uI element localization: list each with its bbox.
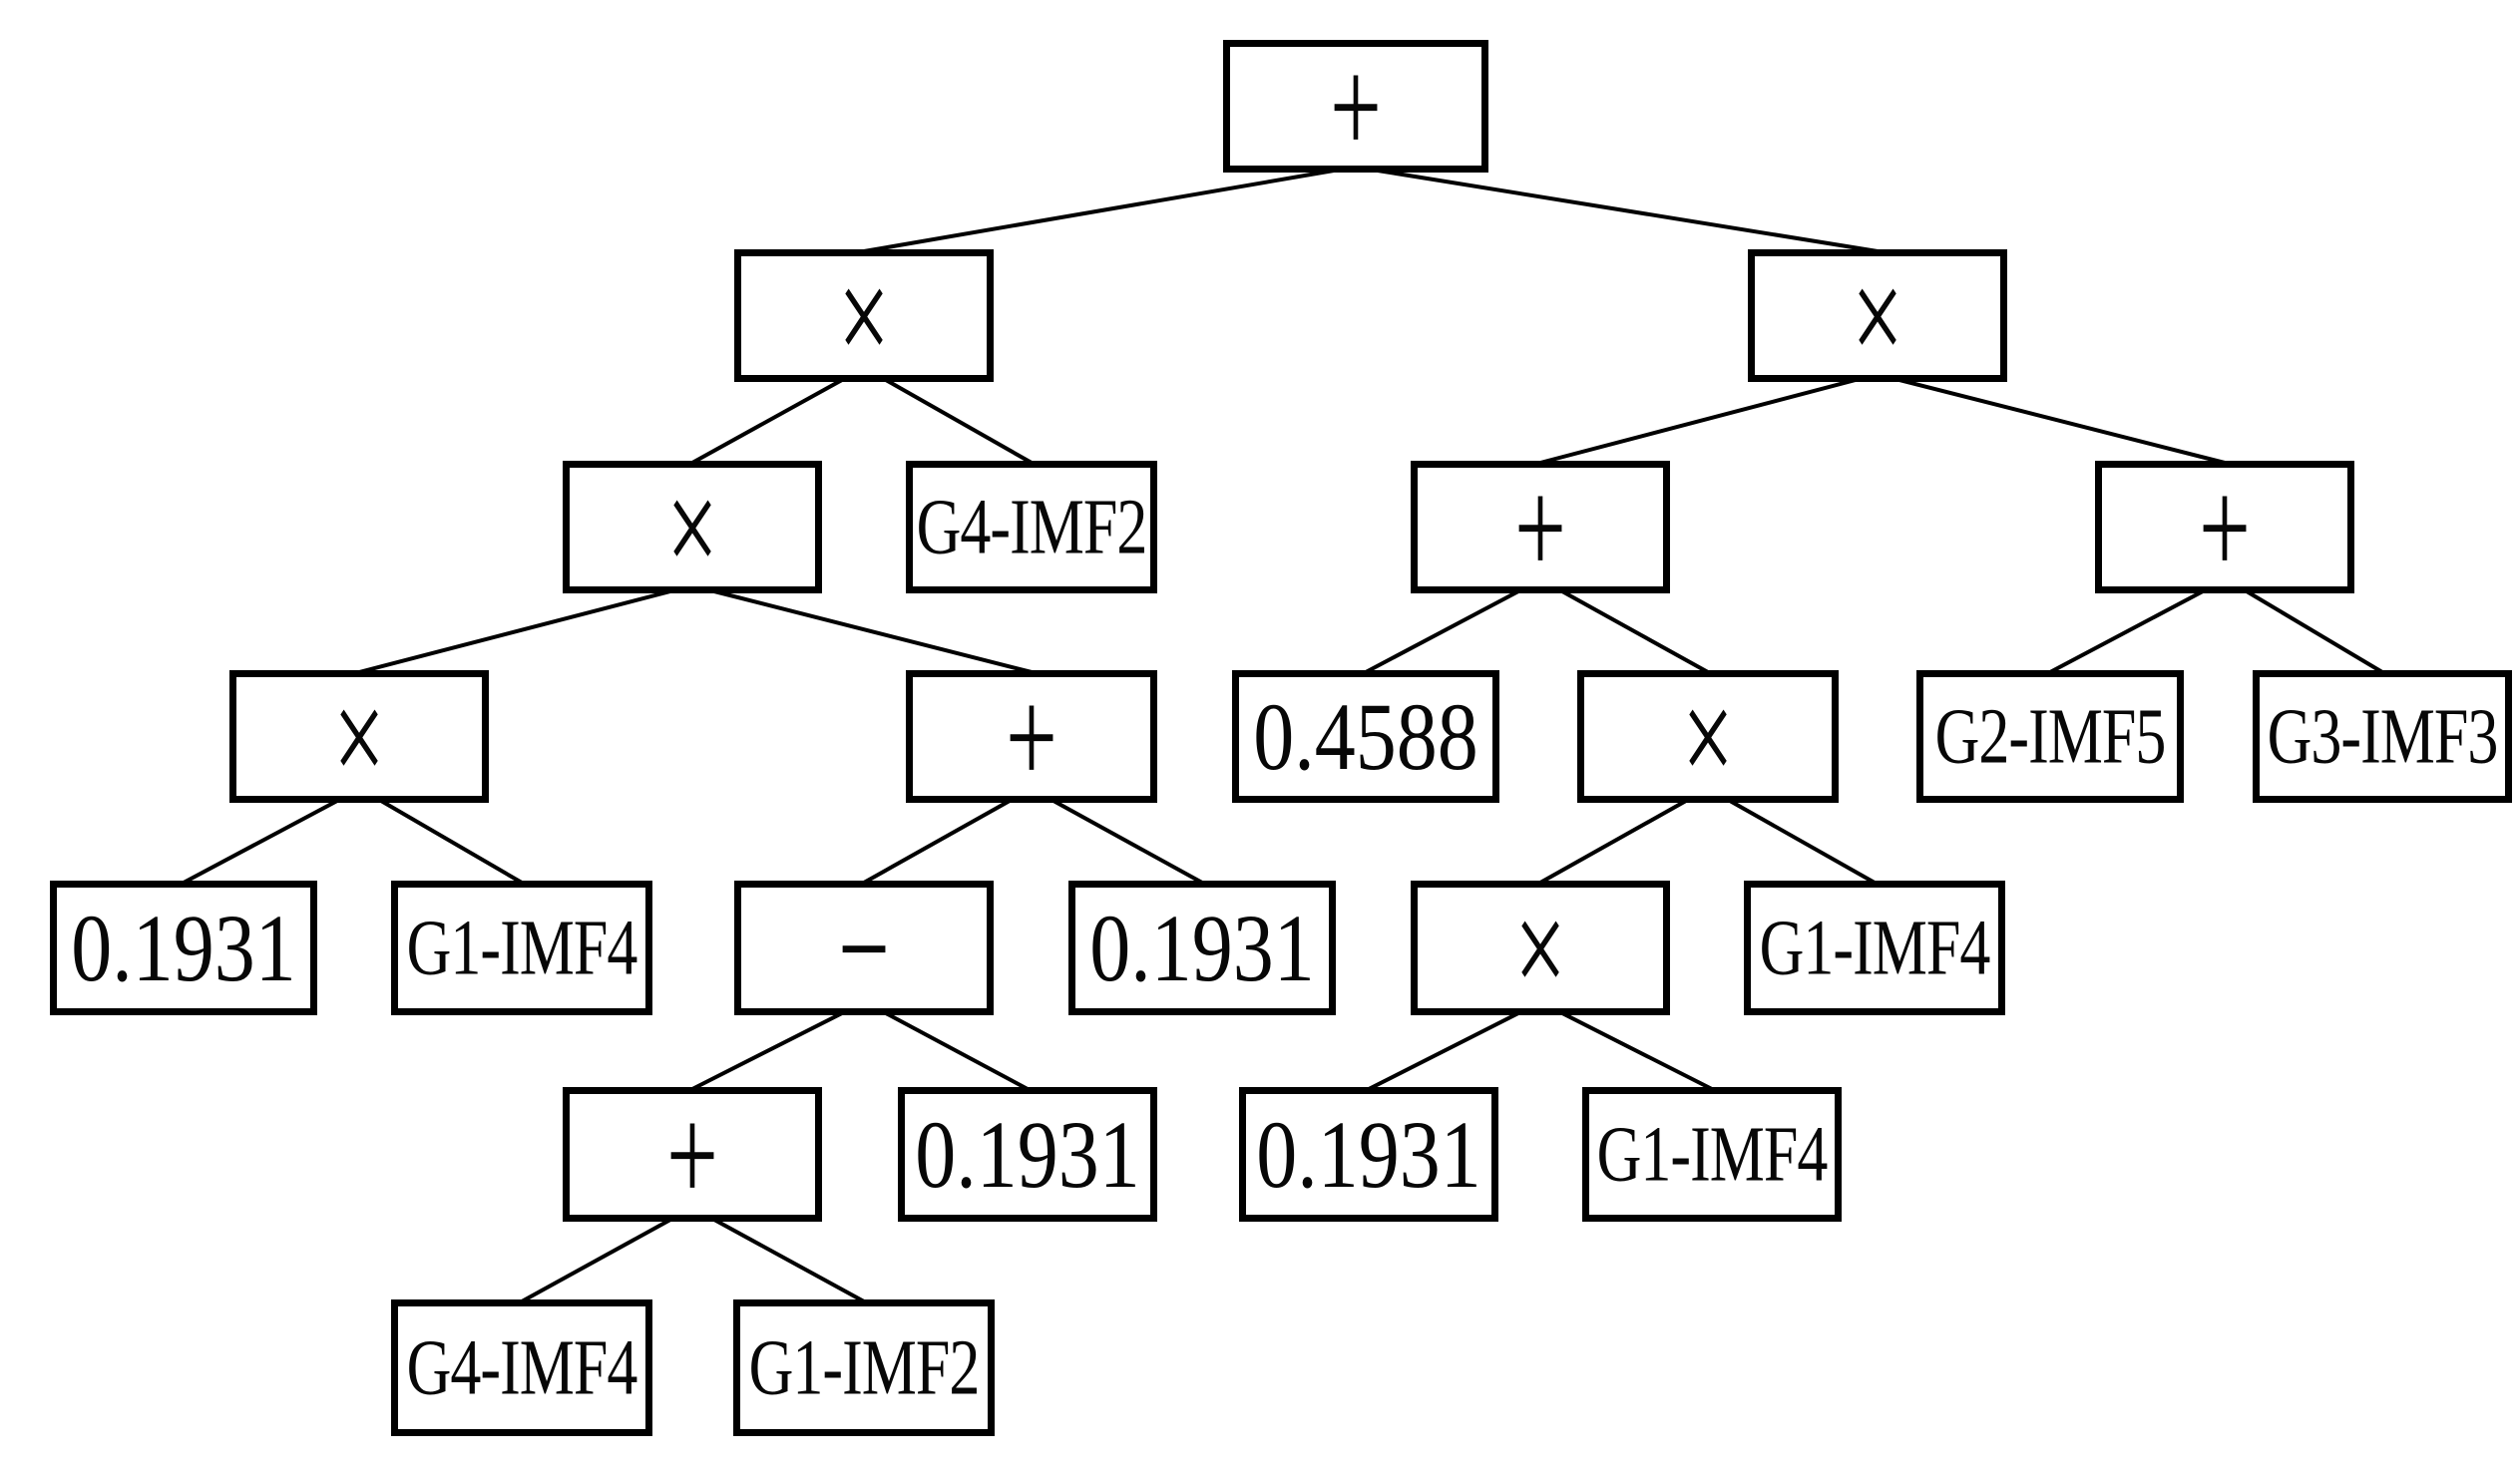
tree-node-times-rlrl: × (1411, 872, 1670, 1024)
tree-edge (885, 378, 1033, 465)
node-label: + (2199, 451, 2251, 603)
tree-node-const-0-1931-b: 0.1931 (1068, 881, 1336, 1015)
node-label: × (1514, 872, 1566, 1024)
node-label: × (838, 239, 890, 392)
tree-edge (1368, 1011, 1519, 1091)
tree-node-g2-imf5: G2-IMF5 (1916, 670, 2184, 803)
tree-node-minus: − (734, 872, 994, 1024)
tree-node-g4-imf2: G4-IMF2 (906, 461, 1157, 593)
node-label: G1-IMF4 (406, 904, 638, 992)
tree-edge (691, 378, 843, 465)
tree-node-g1-imf4-a: G1-IMF4 (391, 881, 652, 1015)
tree-edge (2049, 589, 2204, 674)
node-label: 0.1931 (915, 1100, 1140, 1208)
tree-node-g1-imf2: G1-IMF2 (733, 1299, 995, 1436)
tree-edge (1561, 589, 1709, 674)
node-label: G2-IMF5 (1934, 692, 2167, 781)
tree-edge (358, 589, 671, 674)
tree-node-const-0-4588: 0.4588 (1232, 670, 1499, 803)
tree-edge (183, 799, 338, 885)
tree-edge (1377, 169, 1879, 253)
tree-edge (863, 799, 1011, 885)
node-label: × (1852, 239, 1903, 392)
node-label: + (1514, 451, 1566, 603)
tree-edge (1052, 799, 1203, 885)
tree-node-plus-rl: + (1411, 451, 1670, 603)
node-label: G1-IMF4 (1596, 1110, 1829, 1199)
tree-edge (1561, 1011, 1713, 1091)
node-label: G1-IMF4 (1759, 904, 1991, 992)
node-label: + (1330, 30, 1382, 183)
tree-node-times-l: × (734, 239, 994, 392)
node-label: 0.1931 (1089, 894, 1315, 1001)
tree-node-times-lll: × (229, 660, 489, 813)
node-label: + (1006, 660, 1057, 813)
node-label: G1-IMF2 (748, 1323, 981, 1412)
tree-edge (713, 589, 1033, 674)
tree-edge (521, 1218, 671, 1303)
node-label: 0.1931 (1256, 1100, 1481, 1208)
tree-node-g1-imf4-c: G1-IMF4 (1582, 1087, 1842, 1222)
tree-edge (379, 799, 524, 885)
node-label: G3-IMF3 (2267, 692, 2499, 781)
tree-node-times-rlr: × (1577, 660, 1839, 813)
tree-node-times-r: × (1748, 239, 2007, 392)
node-label: G4-IMF2 (916, 483, 1148, 571)
tree-node-const-0-1931-a: 0.1931 (50, 881, 317, 1015)
tree-edge (691, 1011, 843, 1091)
tree-edge (885, 1011, 1029, 1091)
tree-edge (1729, 799, 1876, 885)
tree-node-const-0-1931-c: 0.1931 (898, 1087, 1157, 1222)
tree-node-times-ll: × (563, 451, 822, 603)
tree-node-g4-imf4: G4-IMF4 (391, 1299, 652, 1436)
tree-node-plus-root: + (1223, 30, 1488, 183)
tree-edge (1539, 378, 1857, 465)
tree-edge (713, 1218, 865, 1303)
tree-edge (1539, 799, 1687, 885)
node-label: − (838, 872, 890, 1024)
tree-node-const-0-1931-d: 0.1931 (1239, 1087, 1498, 1222)
tree-node-g1-imf4-b: G1-IMF4 (1744, 881, 2005, 1015)
tree-node-g3-imf3: G3-IMF3 (2253, 670, 2512, 803)
tree-edge (1365, 589, 1519, 674)
tree-node-plus-llr: + (906, 660, 1157, 813)
node-label: × (1682, 660, 1734, 813)
node-label: + (666, 1078, 718, 1231)
tree-edge (1898, 378, 2226, 465)
node-label: 0.1931 (71, 894, 296, 1001)
node-label: × (333, 660, 385, 813)
tree-edge (863, 169, 1335, 253)
tree-node-plus-rr: + (2095, 451, 2354, 603)
node-label: G4-IMF4 (406, 1323, 638, 1412)
node-label: × (666, 451, 718, 603)
tree-edge (2245, 589, 2384, 674)
node-label: 0.4588 (1253, 682, 1478, 790)
tree-node-plus-bot: + (563, 1078, 822, 1231)
